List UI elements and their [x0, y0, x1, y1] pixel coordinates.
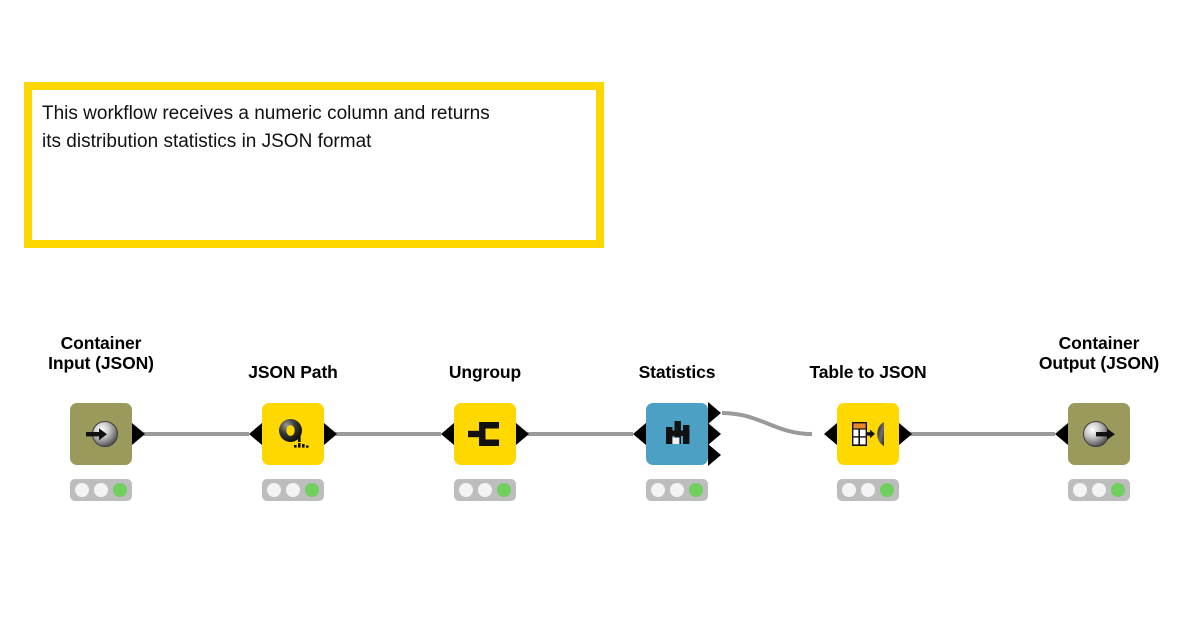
node-output-port-table-to-json-0[interactable] [899, 423, 912, 445]
node-body-table-to-json[interactable] [837, 403, 899, 465]
node-status-dot-statistics-0 [651, 483, 665, 497]
node-status-dot-container-output-json-0 [1073, 483, 1087, 497]
node-status-dot-json-path-0 [267, 483, 281, 497]
table-to-json-icon [848, 414, 888, 454]
node-input-port-ungroup-0[interactable] [441, 423, 454, 445]
node-label-container-output-json: Container Output (JSON) [1038, 333, 1160, 374]
json-path-icon [273, 414, 313, 454]
node-status-dot-table-to-json-0 [842, 483, 856, 497]
node-label-json-path: JSON Path [248, 362, 338, 382]
node-body-wrap-statistics [602, 402, 752, 501]
node-label-table-to-json: Table to JSON [809, 362, 927, 382]
node-label-ungroup: Ungroup [448, 362, 522, 382]
node-body-wrap-json-path [218, 403, 368, 501]
node-status-bar-statistics [646, 479, 708, 501]
node-label-container-input-json: Container Input (JSON) [48, 333, 154, 374]
node-status-dot-ungroup-0 [459, 483, 473, 497]
node-status-dot-container-output-json-2 [1111, 483, 1125, 497]
node-body-wrap-container-output-json [1024, 403, 1174, 501]
node-status-dot-json-path-1 [286, 483, 300, 497]
node-status-dot-container-input-json-0 [75, 483, 89, 497]
statistics-icon [657, 414, 697, 454]
node-output-port-statistics-0[interactable] [708, 402, 721, 424]
node-input-port-container-output-json-0[interactable] [1055, 423, 1068, 445]
node-status-dot-container-input-json-1 [94, 483, 108, 497]
node-input-port-statistics-0[interactable] [633, 423, 646, 445]
node-output-port-statistics-1[interactable] [708, 423, 721, 445]
node-status-bar-ungroup [454, 479, 516, 501]
node-body-wrap-ungroup [410, 403, 560, 501]
node-body-statistics[interactable] [646, 403, 708, 465]
node-status-dot-table-to-json-1 [861, 483, 875, 497]
node-status-dot-table-to-json-2 [880, 483, 894, 497]
node-body-json-path[interactable] [262, 403, 324, 465]
node-status-dot-ungroup-1 [478, 483, 492, 497]
container-input-icon [81, 414, 121, 454]
node-output-port-ungroup-0[interactable] [516, 423, 529, 445]
ungroup-icon [465, 414, 505, 454]
node-output-port-statistics-2[interactable] [708, 444, 721, 466]
workflow-annotation[interactable]: This workflow receives a numeric column … [24, 82, 604, 248]
node-status-dot-container-input-json-2 [113, 483, 127, 497]
node-body-wrap-container-input-json [26, 403, 176, 501]
node-body-ungroup[interactable] [454, 403, 516, 465]
node-input-port-json-path-0[interactable] [249, 423, 262, 445]
node-input-port-table-to-json-0[interactable] [824, 423, 837, 445]
node-status-dot-json-path-2 [305, 483, 319, 497]
node-status-bar-json-path [262, 479, 324, 501]
node-body-container-input-json[interactable] [70, 403, 132, 465]
node-status-bar-container-output-json [1068, 479, 1130, 501]
node-label-statistics: Statistics [638, 362, 716, 382]
container-output-icon [1079, 414, 1119, 454]
node-status-bar-container-input-json [70, 479, 132, 501]
node-output-port-container-input-json-0[interactable] [132, 423, 145, 445]
annotation-text: This workflow receives a numeric column … [42, 103, 490, 152]
node-status-dot-ungroup-2 [497, 483, 511, 497]
node-status-dot-container-output-json-1 [1092, 483, 1106, 497]
node-status-dot-statistics-2 [689, 483, 703, 497]
node-output-port-json-path-0[interactable] [324, 423, 337, 445]
node-status-dot-statistics-1 [670, 483, 684, 497]
node-status-bar-table-to-json [837, 479, 899, 501]
node-body-container-output-json[interactable] [1068, 403, 1130, 465]
node-body-wrap-table-to-json [793, 403, 943, 501]
